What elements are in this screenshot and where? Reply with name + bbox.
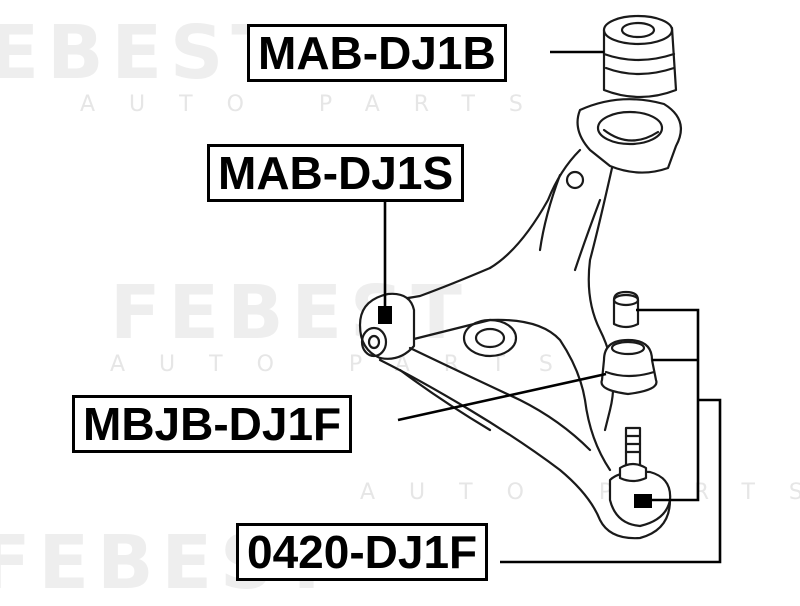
- upper-bushing-part: [602, 14, 678, 99]
- leader-line-0420-dj1f: [500, 398, 722, 564]
- watermark-tagline-row-2: AUTO PARTS: [110, 352, 587, 377]
- leader-bracket-0420-dj1f: [636, 308, 700, 502]
- ball-joint-stud-part: [618, 426, 648, 483]
- watermark-tagline-row-1: AUTO PARTS: [80, 92, 557, 117]
- leader-line-mbjb-dj1f: [397, 372, 607, 422]
- ball-joint-insert-part: [612, 290, 640, 329]
- part-label-mab-dj1s: MAB-DJ1S: [207, 144, 465, 202]
- pointer-marker-mab-dj1s: [378, 306, 392, 324]
- watermark-tagline-row-3: AUTO PARTS: [360, 480, 800, 505]
- part-label-mbjb-dj1f: MBJB-DJ1F: [72, 395, 353, 453]
- part-label-0420-dj1f: 0420-DJ1F: [236, 523, 489, 581]
- ball-joint-boot-part: [600, 338, 658, 396]
- watermark-brand-row-1: FEBEST: [0, 10, 290, 96]
- part-label-mab-dj1b: MAB-DJ1B: [247, 24, 507, 82]
- pointer-marker-0420-dj1f: [634, 494, 652, 508]
